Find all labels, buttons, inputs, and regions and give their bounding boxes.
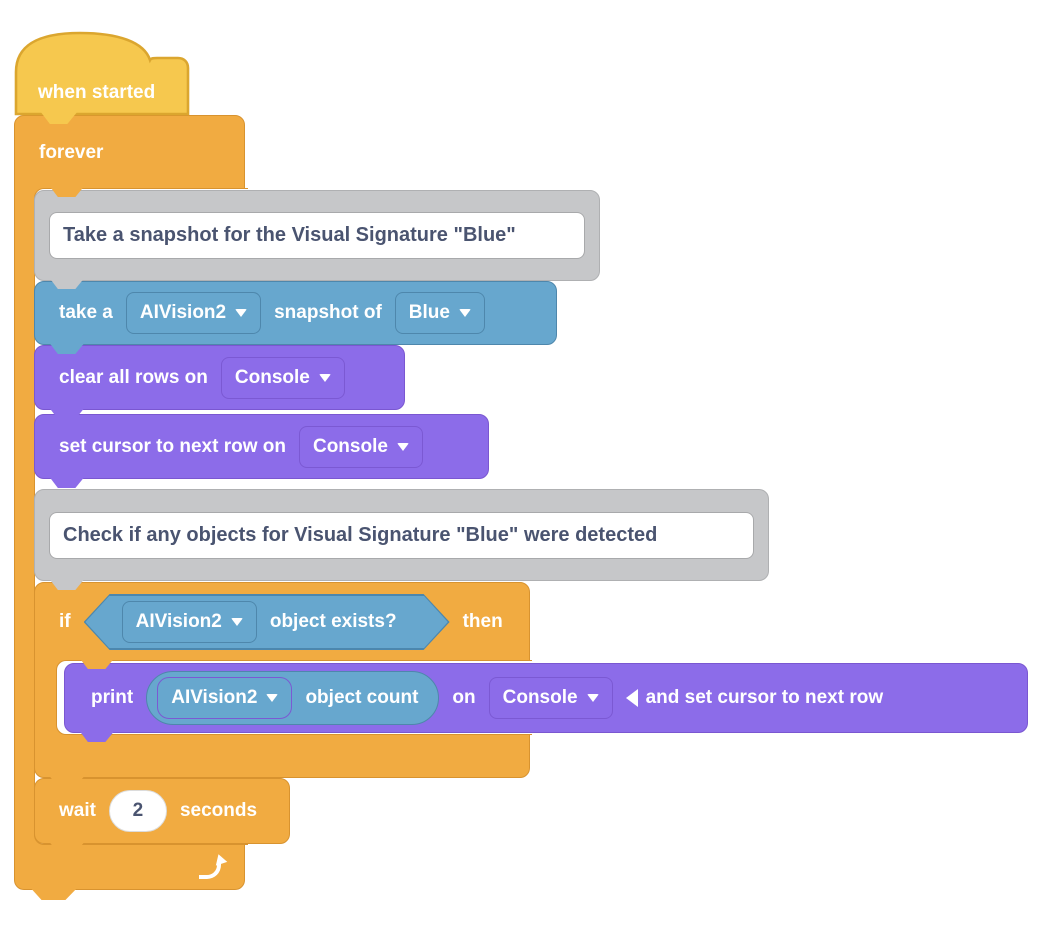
block-label: forever [39,141,104,163]
dropdown-value: Blue [408,302,450,323]
block-label: on [452,687,476,708]
signature-dropdown[interactable]: Blue [394,292,485,334]
input-value: 2 [132,800,144,821]
notch-bump [40,111,78,124]
comment-block[interactable]: Check if any objects for Visual Signatur… [34,489,769,581]
collapse-left-icon[interactable] [625,689,638,707]
notch-bump [48,276,86,289]
notch-bump [28,885,80,900]
notch-bump [48,475,86,488]
block-label: if [59,611,71,632]
take-snapshot-block[interactable]: take a AIVision2 snapshot of Blue [34,281,557,345]
block-label: set cursor to next row on [59,435,286,457]
block-label: and set cursor to next row [645,687,884,708]
wait-block[interactable]: wait 2 seconds [34,778,290,844]
comment-text: Take a snapshot for the Visual Signature… [63,224,516,246]
loop-arrow-icon [197,852,228,879]
block-label: then [462,611,503,632]
caret-down-icon [231,618,243,626]
notch-bump [48,577,86,590]
notch-bump [48,341,86,354]
caret-down-icon [396,442,409,451]
block-label: when started [38,82,156,103]
notch-bump [48,840,86,853]
caret-down-icon [586,694,599,702]
notch-bump [48,406,86,419]
dropdown-value: Console [502,687,578,708]
wait-seconds-input[interactable]: 2 [108,790,167,832]
dropdown-value: AIVision2 [139,302,227,323]
loop-arrow-curve [199,862,221,879]
console-dropdown[interactable]: Console [220,356,345,399]
console-dropdown[interactable]: Console [298,425,423,468]
dropdown-value: AIVision2 [135,611,222,632]
dropdown-value: Console [234,366,310,388]
caret-down-icon [318,373,331,382]
forever-label-row: forever [15,116,103,189]
block-label: wait [59,800,96,821]
hexagon-fill [85,596,447,648]
when-started-block[interactable]: when started [14,28,190,116]
block-label: clear all rows on [59,366,208,388]
camera-dropdown[interactable]: AIVision2 [122,601,257,643]
caret-down-icon [266,694,279,702]
comment-text-area[interactable]: Take a snapshot for the Visual Signature… [49,212,585,259]
block-label: snapshot of [274,302,382,323]
console-dropdown[interactable]: Console [488,677,613,719]
block-label: seconds [179,800,258,821]
object-exists-boolean[interactable]: AIVision2 object exists? [84,594,450,650]
hat-shape [14,31,190,116]
dropdown-value: Console [312,435,388,457]
camera-dropdown[interactable]: AIVision2 [125,292,262,334]
print-block[interactable]: print AIVision2 object count on Console … [64,663,1028,733]
set-cursor-block[interactable]: set cursor to next row on Console [34,414,489,479]
block-label: take a [59,302,113,323]
block-label: print [91,687,134,708]
camera-dropdown[interactable]: AIVision2 [157,677,293,719]
notch-bump [78,729,116,742]
notch-bump [78,656,116,669]
reporter-label: object count [305,687,419,708]
comment-text-area[interactable]: Check if any objects for Visual Signatur… [49,511,754,559]
if-header-row: if AIVision2 object exists? then [35,583,503,661]
notch-bump [48,774,86,787]
notch-bump [48,184,86,197]
caret-down-icon [458,309,471,317]
comment-block[interactable]: Take a snapshot for the Visual Signature… [34,190,600,281]
condition-label: object exists? [269,611,397,632]
dropdown-value: AIVision2 [171,687,258,708]
clear-rows-block[interactable]: clear all rows on Console [34,345,405,410]
object-count-reporter[interactable]: AIVision2 object count [146,671,440,725]
comment-text: Check if any objects for Visual Signatur… [63,523,658,546]
caret-down-icon [235,309,248,317]
